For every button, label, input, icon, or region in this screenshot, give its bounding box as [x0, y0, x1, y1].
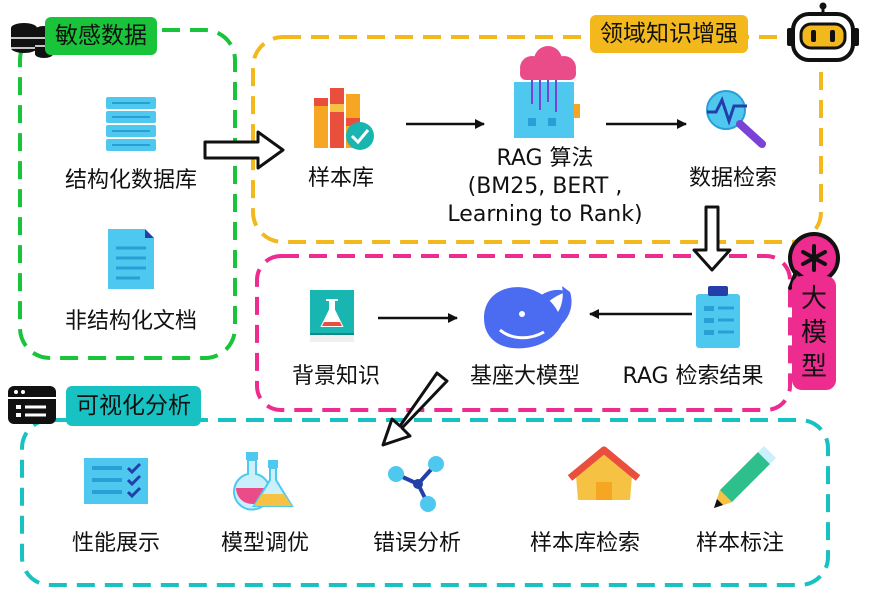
sensitive-to-samples-arrow	[203, 130, 285, 170]
large-model-title-char: 大	[800, 284, 827, 314]
structured-database-label: 结构化数据库	[64, 168, 198, 193]
coin-stack-icon	[11, 23, 53, 58]
performance-display-label: 性能展示	[71, 531, 161, 556]
large-model-title-char: 模	[800, 318, 827, 348]
error-analysis-label: 错误分析	[372, 531, 462, 556]
base-model-label: 基座大模型	[469, 364, 581, 389]
sensitive-data-box	[18, 28, 237, 360]
cloud-server-icon	[514, 46, 580, 138]
sample-library-icon	[314, 88, 374, 150]
background-knowledge-label: 背景知识	[291, 364, 381, 389]
flasks-icon	[233, 452, 294, 511]
data-search-label: 数据检索	[688, 166, 778, 191]
book-icon	[310, 290, 354, 342]
document-icon	[108, 229, 154, 289]
large-model-title: 大 模 型	[792, 276, 836, 390]
dashboard-icon	[8, 386, 56, 424]
analysis-icon	[388, 456, 444, 512]
database-icon	[106, 97, 156, 151]
large-model-box	[255, 254, 792, 412]
data-search-icon	[706, 90, 766, 148]
rag-results-label: RAG 检索结果	[622, 364, 764, 389]
domain-knowledge-box	[251, 35, 823, 244]
checklist-icon	[84, 458, 148, 504]
clipboard-icon	[696, 286, 740, 348]
search-to-results-arrow	[692, 205, 732, 272]
whale-icon	[484, 286, 572, 349]
model-to-visual-arrow	[381, 371, 449, 447]
sample-library-search-label: 样本库检索	[529, 531, 641, 556]
domain-knowledge-title: 领域知识增强	[590, 15, 748, 53]
pencil-icon	[714, 446, 776, 508]
chat-bubble-icon	[788, 232, 840, 290]
visual-analysis-box	[20, 418, 830, 587]
large-model-title-char: 型	[800, 352, 827, 382]
robot-icon	[787, 2, 859, 62]
sample-annotation-label: 样本标注	[695, 531, 785, 556]
house-icon	[567, 446, 641, 500]
sensitive-data-title: 敏感数据	[45, 17, 157, 55]
sample-library-label: 样本库	[307, 166, 375, 191]
unstructured-document-label: 非结构化文档	[64, 309, 198, 334]
model-tuning-label: 模型调优	[220, 531, 310, 556]
visual-analysis-title: 可视化分析	[66, 386, 201, 426]
rag-algorithm-label: RAG 算法 (BM25, BERT , Learning to Rank)	[447, 146, 643, 227]
